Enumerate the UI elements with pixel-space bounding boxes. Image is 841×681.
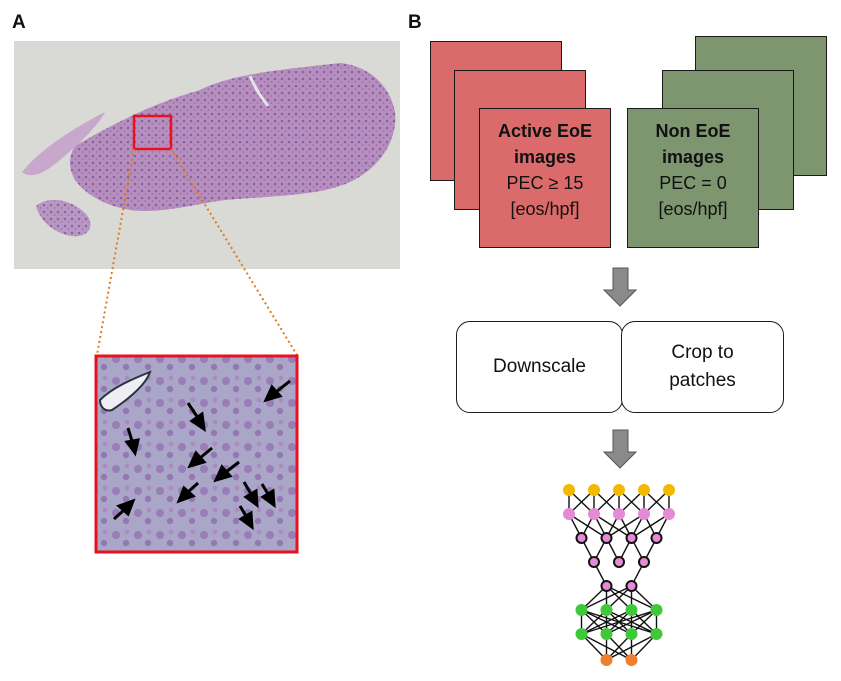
network-node (638, 508, 650, 520)
eosinophil-arrows (112, 379, 291, 531)
network-node (625, 580, 638, 592)
network-node (650, 604, 663, 616)
tissue-section-texture (69, 63, 396, 211)
network-node (575, 532, 588, 544)
network-node (575, 628, 588, 640)
network-node (613, 484, 625, 496)
network-node (600, 580, 613, 592)
tissue-crack (248, 75, 270, 107)
network-node (625, 628, 638, 640)
network-node (625, 532, 638, 544)
network-node (563, 484, 575, 496)
network-node (600, 532, 613, 544)
zoom-leader-right (170, 148, 298, 356)
zoom-selection-box (132, 114, 173, 151)
tissue-fragment-left (22, 112, 105, 176)
active-title-line1: Active EoE (497, 121, 593, 141)
network-node (600, 654, 613, 666)
network-node (563, 508, 575, 520)
network-node (663, 508, 675, 520)
network-edge (606, 609, 657, 635)
network-node (625, 604, 638, 616)
crop-patches-box: Crop to patches (621, 321, 784, 413)
down-arrow-1 (602, 267, 638, 307)
active-title-line2: images (513, 147, 577, 167)
panel-b-label: B (408, 12, 422, 33)
non-criterion: PEC = 0 (659, 173, 727, 193)
tissue-fragment-bottom-texture (36, 199, 91, 237)
network-node (588, 556, 600, 568)
active-unit: [eos/hpf] (510, 199, 580, 219)
network-edge (580, 633, 608, 661)
network-edge (581, 585, 632, 611)
network-node (613, 508, 625, 520)
non-title-line1: Non EoE (655, 121, 731, 141)
non-title-line2: images (661, 147, 725, 167)
non-unit: [eos/hpf] (658, 199, 728, 219)
network-edge (581, 609, 657, 635)
crop-label-line2: patches (669, 370, 736, 391)
zoomed-white-vessel (98, 370, 152, 412)
network-edge (631, 513, 670, 539)
downscale-label: Downscale (493, 356, 586, 377)
zoomed-image-frame (94, 354, 299, 554)
crop-label-line1: Crop to (671, 342, 734, 363)
network-node (588, 508, 600, 520)
network-node (600, 604, 613, 616)
network-edge (606, 513, 645, 539)
active-card-front (479, 108, 611, 248)
non-card-front (627, 108, 759, 248)
network-edge (606, 633, 657, 661)
network-node (638, 484, 650, 496)
network-node (575, 604, 588, 616)
network-node (650, 628, 663, 640)
non-card-text: Non EoE images PEC = 0 [eos/hpf] (627, 118, 759, 222)
network-node (588, 484, 600, 496)
network-edge (605, 633, 633, 661)
network-node (638, 556, 650, 568)
active-criterion: PEC ≥ 15 (506, 173, 584, 193)
network-edge (630, 633, 658, 661)
network-node (625, 654, 638, 666)
panel-a-label: A (12, 12, 26, 33)
network-node (663, 484, 675, 496)
active-card-text: Active EoE images PEC ≥ 15 [eos/hpf] (479, 118, 611, 222)
down-arrow-2 (602, 429, 638, 469)
network-node (600, 628, 613, 640)
downscale-box: Downscale (456, 321, 623, 413)
network-node (650, 532, 663, 544)
network-edge (581, 609, 632, 635)
network-node (613, 556, 625, 568)
